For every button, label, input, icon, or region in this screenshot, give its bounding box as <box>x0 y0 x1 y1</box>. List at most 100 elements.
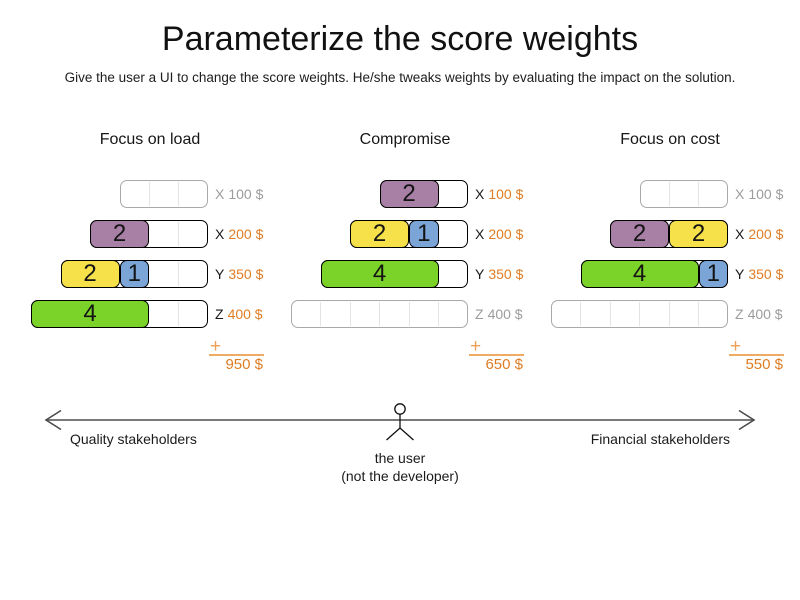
cell-divider <box>408 302 410 326</box>
block-value: 1 <box>417 220 431 247</box>
scenario-title: Focus on cost <box>620 131 720 148</box>
weight-amount: 100 $ <box>488 186 524 202</box>
weight-row-frame <box>119 180 208 208</box>
cell-divider <box>178 262 179 286</box>
financial-stakeholders-label: Financial stakeholders <box>590 431 730 447</box>
block-value: 2 <box>402 180 416 207</box>
cell-divider <box>609 302 611 326</box>
weight-amount: 350 $ <box>228 266 264 282</box>
cell-divider <box>320 302 321 326</box>
weight-row: 2 <box>379 180 468 208</box>
weight-row <box>551 300 728 328</box>
block-value: 1 <box>706 260 720 287</box>
score-block: 2 <box>610 220 669 248</box>
constraint-letter: Y <box>735 266 745 282</box>
constraint-letter: X <box>215 186 225 202</box>
page-subtitle: Give the user a UI to change the score w… <box>64 70 736 85</box>
stakeholder-axis <box>44 403 756 441</box>
score-block: 2 <box>669 220 728 248</box>
score-block: 2 <box>60 260 120 288</box>
score-block: 4 <box>31 300 149 328</box>
plus-sign: + <box>470 336 482 357</box>
weight-row-frame <box>639 180 728 208</box>
block-value: 2 <box>112 220 127 247</box>
cell-divider <box>698 182 699 206</box>
constraint-letter: X <box>215 226 225 242</box>
weight-row <box>639 180 728 208</box>
weight-amount: 100 $ <box>228 186 264 202</box>
score-block: 4 <box>320 260 439 288</box>
sum-line <box>209 354 264 356</box>
score-block: 2 <box>90 220 149 248</box>
weight-row <box>119 180 208 208</box>
block-value: 4 <box>83 300 97 327</box>
weight-amount: 200 $ <box>228 226 264 242</box>
cell-divider <box>379 302 380 326</box>
score-block: 1 <box>119 260 149 288</box>
quality-stakeholders-label: Quality stakeholders <box>70 431 197 447</box>
weight-amount: 350 $ <box>488 266 524 282</box>
figure-leg-left <box>386 427 401 441</box>
weight-amount: 400 $ <box>227 306 263 322</box>
cell-divider <box>178 182 179 206</box>
cell-divider <box>349 302 351 326</box>
weight-row: 4 <box>320 260 468 288</box>
score-block: 1 <box>409 220 439 248</box>
figure-leg-right <box>399 427 414 441</box>
sum-line <box>729 354 784 356</box>
page-title: Parameterize the score weights <box>161 20 639 58</box>
weight-amount: 350 $ <box>748 266 784 282</box>
constraint-letter: Z <box>215 306 224 322</box>
plus-sign: + <box>210 336 222 357</box>
weight-amount: 400 $ <box>747 306 783 322</box>
sum-line <box>469 354 524 356</box>
user-label-line2: (not the developer) <box>341 468 459 484</box>
weight-row: 4 <box>31 300 208 328</box>
constraint-letter: Z <box>475 306 484 322</box>
weight-amount: 100 $ <box>748 186 784 202</box>
arrowhead-right-icon <box>738 409 756 431</box>
weight-amount: 200 $ <box>748 226 784 242</box>
block-value: 4 <box>372 260 387 287</box>
constraint-letter: Y <box>475 266 485 282</box>
arrowhead-left-icon <box>44 409 62 431</box>
constraint-letter: X <box>735 226 745 242</box>
block-value: 1 <box>127 260 141 287</box>
constraint-letter: X <box>735 186 745 202</box>
cell-divider <box>698 302 699 326</box>
weight-row: 2 <box>90 220 208 248</box>
block-value: 2 <box>691 220 706 247</box>
scenario-title: Focus on load <box>99 131 201 148</box>
cell-divider <box>178 222 179 246</box>
cell-divider <box>668 302 670 326</box>
weight-amount: 200 $ <box>488 226 524 242</box>
block-value: 2 <box>83 260 97 287</box>
cell-divider <box>148 182 150 206</box>
constraint-letter: Z <box>735 306 744 322</box>
constraint-letter: X <box>475 226 485 242</box>
score-block: 2 <box>379 180 439 208</box>
cell-divider <box>178 302 179 326</box>
block-value: 2 <box>632 220 647 247</box>
score-block: 4 <box>580 260 699 288</box>
figure-head <box>394 403 406 415</box>
scenario-title: Compromise <box>359 131 451 148</box>
cell-divider <box>668 182 670 206</box>
total-amount: 950 $ <box>225 356 263 373</box>
